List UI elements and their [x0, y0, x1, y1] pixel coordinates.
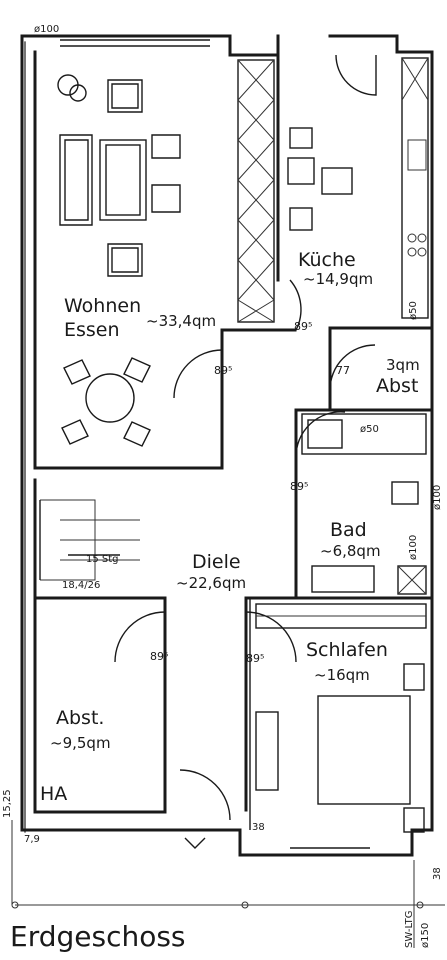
dimension-38-a: 38: [252, 822, 265, 833]
room-wohnen-name: Wohnen: [64, 295, 141, 317]
sw-ltg-label: SW-LTG: [404, 911, 415, 949]
bedroom-fittings: [255, 603, 427, 833]
door-abst-small-width: 77: [336, 364, 350, 377]
door-abst-large-width: 89⁵: [150, 650, 168, 663]
room-abst-large-name: Abst.: [56, 707, 104, 729]
plan-title: Erdgeschoss: [10, 920, 186, 953]
outer-walls: [20, 34, 434, 857]
room-schlafen-name: Schlafen: [306, 639, 388, 661]
room-bad-area: ~6,8qm: [320, 542, 381, 560]
pipe-label-100-b: ø100: [408, 535, 419, 560]
pipe-label-100-a: ø100: [432, 485, 443, 510]
room-abst-large-area: ~9,5qm: [50, 734, 111, 752]
door-swings: [114, 279, 376, 849]
door-kueche-width: 89⁵: [294, 320, 312, 333]
door-schlafen-width: 89⁵: [246, 652, 264, 665]
room-bad-name: Bad: [330, 519, 367, 541]
stair-dims: 18,4/26: [62, 580, 100, 591]
living-furniture: [57, 74, 181, 447]
room-ha-label: HA: [40, 783, 67, 805]
kitchen-fittings: [287, 54, 429, 319]
pipe-label-bad-bath: ø50: [360, 424, 379, 435]
dimension-38-b: 38: [432, 867, 443, 880]
room-essen-name: Essen: [64, 319, 120, 341]
room-diele-area: ~22,6qm: [176, 574, 246, 592]
dimension-bottom-left: 7,9: [24, 834, 40, 845]
pipe-label-150: ø150: [420, 923, 431, 948]
dimension-left: 15,25: [2, 789, 13, 818]
room-abst-small-area: 3qm: [386, 356, 420, 374]
room-wohnen-area: ~33,4qm: [146, 312, 216, 330]
door-bad-width: 89⁵: [290, 480, 308, 493]
stair-steps: 15 Stg: [86, 554, 119, 565]
room-abst-small-name: Abst: [376, 375, 418, 397]
door-wohnen-width: 89⁵: [214, 364, 232, 377]
interior-walls: [33, 50, 434, 830]
stair: [39, 499, 140, 581]
dimension-lines: [11, 820, 445, 948]
room-kueche-area: ~14,9qm: [303, 270, 373, 288]
room-diele-name: Diele: [192, 551, 241, 573]
room-kueche-name: Küche: [298, 249, 356, 271]
pipe-label-top-left: ø100: [34, 24, 59, 35]
room-schlafen-area: ~16qm: [314, 666, 370, 684]
pipe-label-50-a: ø50: [408, 301, 419, 320]
